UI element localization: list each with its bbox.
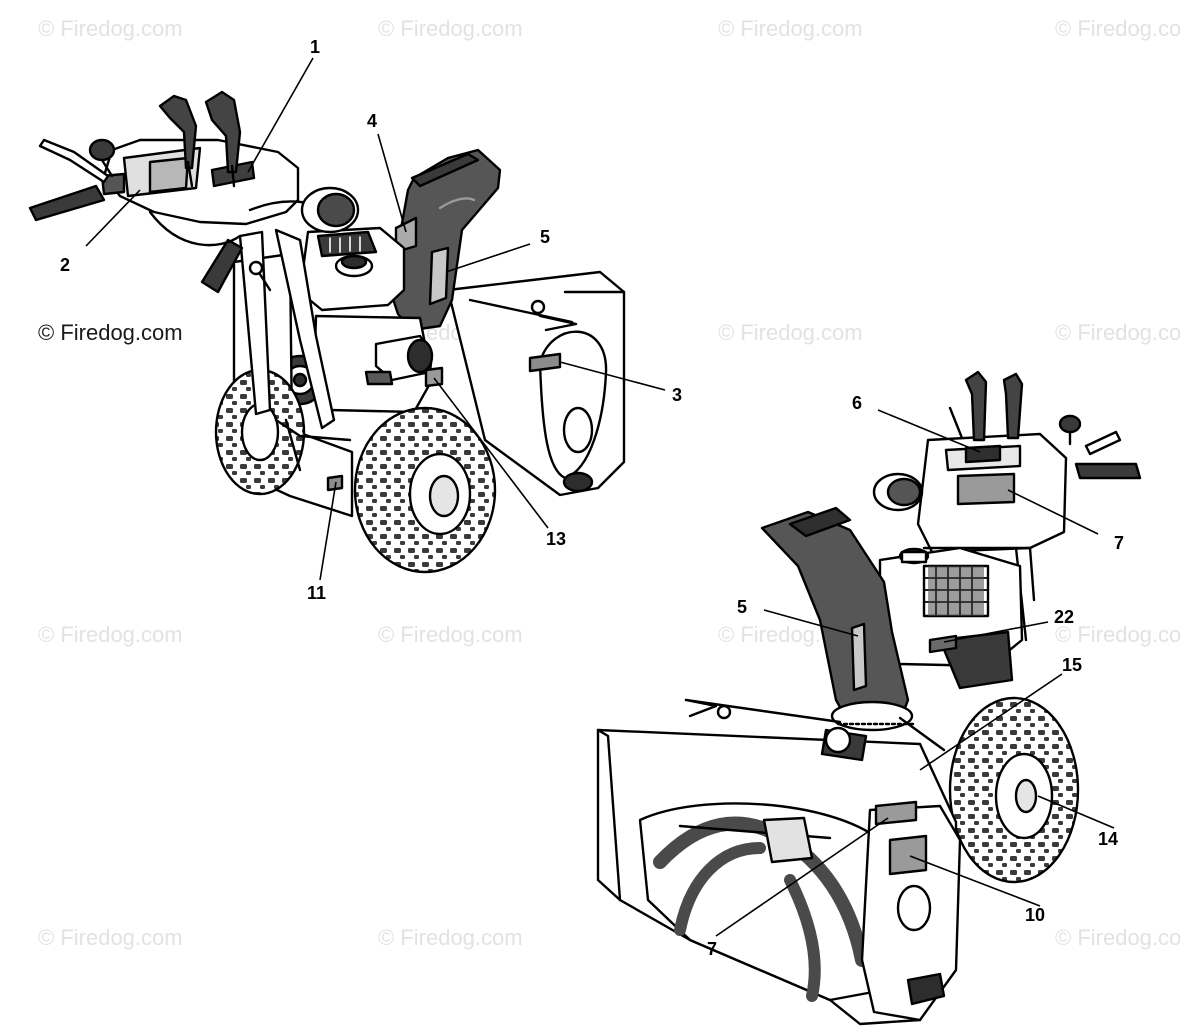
watermark: © Firedog.com — [1055, 320, 1180, 345]
callout-5: 5 — [737, 597, 748, 617]
callout-1: 1 — [310, 37, 321, 57]
callout-10: 10 — [1025, 905, 1046, 925]
watermark: © Firedog.com — [378, 622, 523, 647]
callout-3: 3 — [672, 385, 683, 405]
callout-14: 14 — [1098, 829, 1119, 849]
watermark: © Firedog.com — [378, 925, 523, 950]
watermark: © Firedog.com — [38, 622, 183, 647]
watermark: © Firedog.com — [38, 16, 183, 41]
callout-22: 22 — [1054, 607, 1075, 627]
callout-7: 7 — [707, 939, 718, 959]
watermark: © Firedog.com — [38, 925, 183, 950]
callout-2: 2 — [60, 255, 71, 275]
callout-7: 7 — [1114, 533, 1125, 553]
watermark: © Firedog.com — [378, 16, 523, 41]
watermark: © Firedog.com — [1055, 622, 1180, 647]
snow-thrower-rear-view — [28, 90, 626, 574]
watermark: © Firedog.com — [718, 16, 863, 41]
watermark: © Firedog.com — [1055, 16, 1180, 41]
leader-lines — [85, 57, 1115, 937]
watermark-dark: © Firedog.com — [38, 320, 183, 345]
watermark: © Firedog.com — [718, 320, 863, 345]
callout-4: 4 — [367, 111, 378, 131]
watermark: © Firedog.com — [1055, 925, 1180, 950]
callout-5: 5 — [540, 227, 551, 247]
callout-6: 6 — [852, 393, 863, 413]
callout-15: 15 — [1062, 655, 1083, 675]
callout-11: 11 — [307, 583, 327, 603]
snow-thrower-front-view — [596, 370, 1142, 1026]
callout-13: 13 — [546, 529, 567, 549]
